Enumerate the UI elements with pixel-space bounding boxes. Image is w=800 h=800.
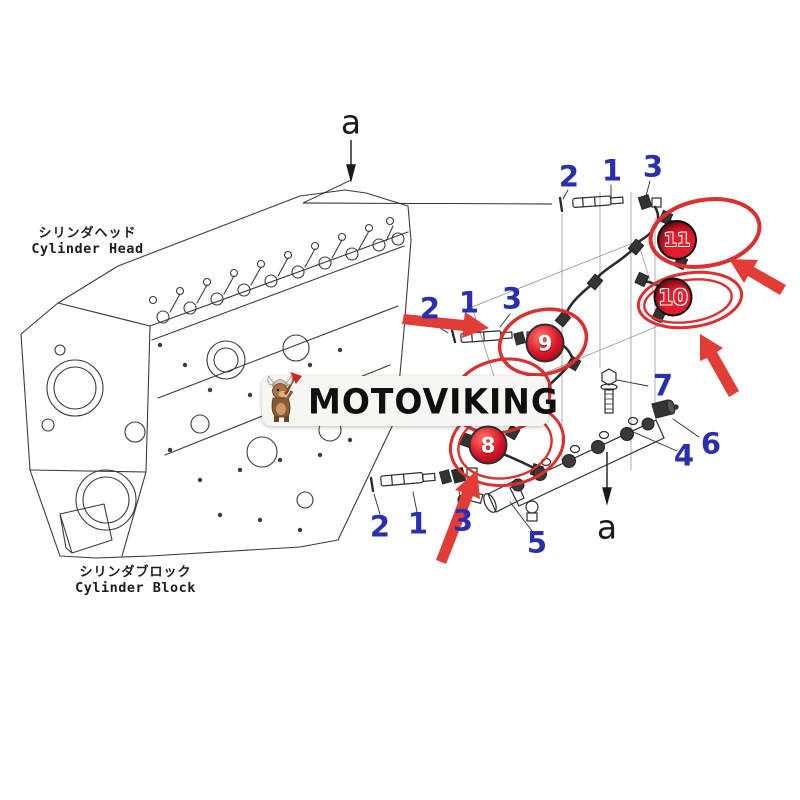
red-arrow-circle-10 — [700, 334, 739, 397]
watermark-text: MOTOVIKING — [308, 381, 559, 422]
bolt-7 — [600, 368, 649, 414]
cylinder-head-label: シリンダヘッド Cylinder Head — [25, 222, 150, 257]
callout-top-1: 1 — [601, 153, 623, 188]
cylinder-block-label-jp: シリンダブロック — [79, 565, 192, 580]
badge-8: 8 — [468, 425, 508, 465]
callout-middle-2: 2 — [419, 291, 441, 326]
callout-middle-1: 1 — [458, 285, 480, 320]
highlight-ellipse-9 — [497, 307, 589, 377]
badge-11: 11 — [657, 220, 697, 260]
callout-middle-3: 3 — [501, 281, 523, 316]
watermark-banner: MOTOVIKING — [262, 372, 558, 426]
cylinder-block-label-en: Cylinder Block — [75, 580, 196, 596]
view-marker-a-top: a — [340, 102, 362, 142]
red-arrow-circle-11 — [729, 259, 786, 295]
viking-dog-mascot-icon — [267, 372, 302, 422]
callout-top-2: 2 — [558, 159, 580, 194]
badge-9: 9 — [525, 323, 565, 363]
callout-4: 4 — [673, 438, 695, 473]
injector-assembly-top — [558, 180, 662, 213]
cylinder-head-label-en: Cylinder Head — [31, 241, 144, 257]
view-marker-arrows — [302, 140, 612, 506]
highlight-ellipse-10 — [636, 270, 744, 330]
red-arrow-middle-group — [402, 312, 489, 338]
cylinder-head-label-jp: シリンダヘッド — [38, 226, 137, 241]
callout-top-3: 3 — [642, 149, 664, 184]
red-arrow-bottom-group — [436, 470, 480, 564]
plug-6 — [651, 399, 700, 438]
block-face-features — [157, 334, 366, 533]
valve-gear-row — [148, 216, 405, 324]
engine-block-sketch — [20, 189, 412, 559]
red-highlights — [402, 197, 786, 564]
cylinder-block-label: シリンダブロック Cylinder Block — [58, 561, 213, 596]
view-marker-a-bottom: a — [596, 507, 618, 547]
left-face-bores — [41, 344, 146, 531]
fuel-pipe-cascade — [554, 205, 660, 328]
callout-bottom-3: 3 — [452, 503, 474, 538]
callout-7: 7 — [652, 368, 674, 403]
highlight-ellipse-10b — [643, 278, 733, 324]
badge-10: 10 — [653, 277, 693, 317]
callout-5: 5 — [526, 525, 548, 560]
highlight-ellipse-11 — [648, 197, 762, 269]
oil-pan-corner — [59, 503, 113, 554]
callout-6: 6 — [700, 426, 722, 461]
callout-bottom-1: 1 — [407, 506, 429, 541]
callout-bottom-2: 2 — [369, 509, 391, 544]
